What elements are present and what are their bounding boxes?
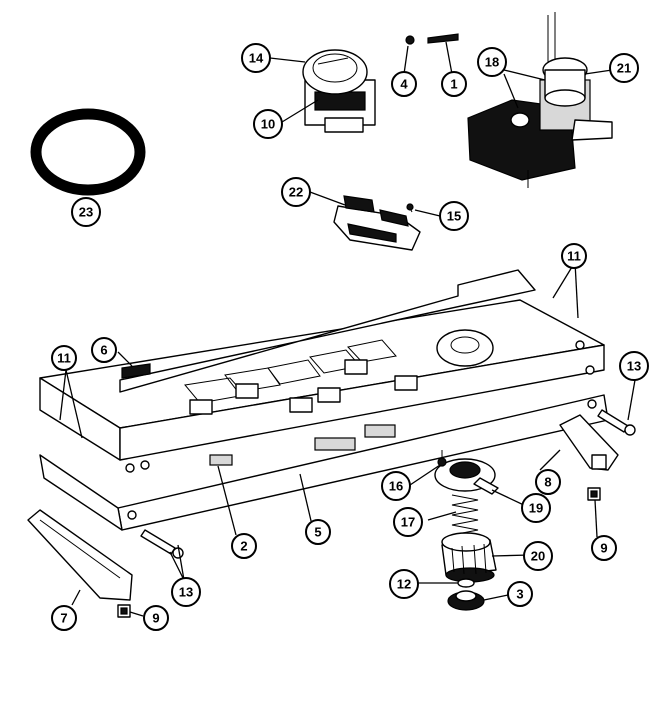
svg-text:9: 9 <box>152 611 159 626</box>
part-22-switch <box>333 195 421 251</box>
callout-1: 1 <box>441 71 467 97</box>
part-2-base-plate <box>39 269 605 473</box>
part-9-clip-left <box>117 604 131 618</box>
part-3-gear <box>447 590 485 611</box>
part-18-gear-motor <box>467 12 613 188</box>
callout-16: 16 <box>381 471 411 501</box>
svg-text:10: 10 <box>261 117 275 132</box>
svg-text:7: 7 <box>60 611 67 626</box>
part-19-cam <box>434 458 499 495</box>
callout-5: 5 <box>305 519 331 545</box>
callout-13-left: 13 <box>171 577 201 607</box>
callout-13-right: 13 <box>619 351 649 381</box>
callout-7: 7 <box>51 605 77 631</box>
part-15-screw <box>406 203 414 213</box>
svg-text:5: 5 <box>314 525 321 540</box>
svg-text:6: 6 <box>100 343 107 358</box>
svg-text:13: 13 <box>179 585 193 600</box>
part-7-bracket <box>27 509 133 601</box>
svg-text:18: 18 <box>485 55 499 70</box>
callout-19: 19 <box>521 493 551 523</box>
callout-20: 20 <box>523 541 553 571</box>
svg-text:2: 2 <box>240 539 247 554</box>
part-17-spring <box>451 494 479 536</box>
callout-18: 18 <box>477 47 507 77</box>
svg-text:11: 11 <box>567 249 581 264</box>
part-13-bolt-left <box>140 529 184 559</box>
callout-8: 8 <box>535 469 561 495</box>
part-4-nut <box>405 35 415 45</box>
svg-text:21: 21 <box>617 61 631 76</box>
callout-12: 12 <box>389 569 419 599</box>
svg-text:17: 17 <box>401 515 415 530</box>
callout-6: 6 <box>91 337 117 363</box>
svg-text:15: 15 <box>447 209 461 224</box>
part-23-ring <box>30 108 146 196</box>
svg-text:11: 11 <box>57 351 71 366</box>
callout-9-left: 9 <box>143 605 169 631</box>
svg-text:22: 22 <box>289 185 303 200</box>
part-12-retainer <box>457 578 475 588</box>
svg-text:8: 8 <box>544 475 551 490</box>
svg-text:9: 9 <box>600 541 607 556</box>
callout-4: 4 <box>391 71 417 97</box>
part-13-bolt-right <box>597 409 636 436</box>
svg-text:19: 19 <box>529 501 543 516</box>
part-6-clip <box>121 363 151 379</box>
svg-text:4: 4 <box>400 77 408 92</box>
part-10-timer-motor <box>302 49 376 133</box>
callout-22: 22 <box>281 177 311 207</box>
callout-9-right: 9 <box>591 535 617 561</box>
svg-text:23: 23 <box>79 205 93 220</box>
svg-text:12: 12 <box>397 577 411 592</box>
part-20-knob <box>441 532 497 583</box>
callout-14: 14 <box>241 43 271 73</box>
callout-23: 23 <box>71 197 101 227</box>
part-9-clip-right <box>587 487 601 501</box>
callout-15: 15 <box>439 201 469 231</box>
svg-text:20: 20 <box>531 549 545 564</box>
svg-text:16: 16 <box>389 479 403 494</box>
callout-2: 2 <box>231 533 257 559</box>
callout-17: 17 <box>393 507 423 537</box>
part-16-screw <box>437 450 447 467</box>
svg-text:14: 14 <box>249 51 264 66</box>
svg-text:3: 3 <box>516 587 523 602</box>
part-8-bracket <box>559 414 619 471</box>
callout-3: 3 <box>507 581 533 607</box>
svg-text:1: 1 <box>450 77 457 92</box>
svg-text:13: 13 <box>627 359 641 374</box>
callout-10: 10 <box>253 109 283 139</box>
part-1-pin <box>427 33 459 44</box>
callout-21: 21 <box>609 53 639 83</box>
callout-11-left: 11 <box>51 345 77 371</box>
callout-11-right: 11 <box>561 243 587 269</box>
